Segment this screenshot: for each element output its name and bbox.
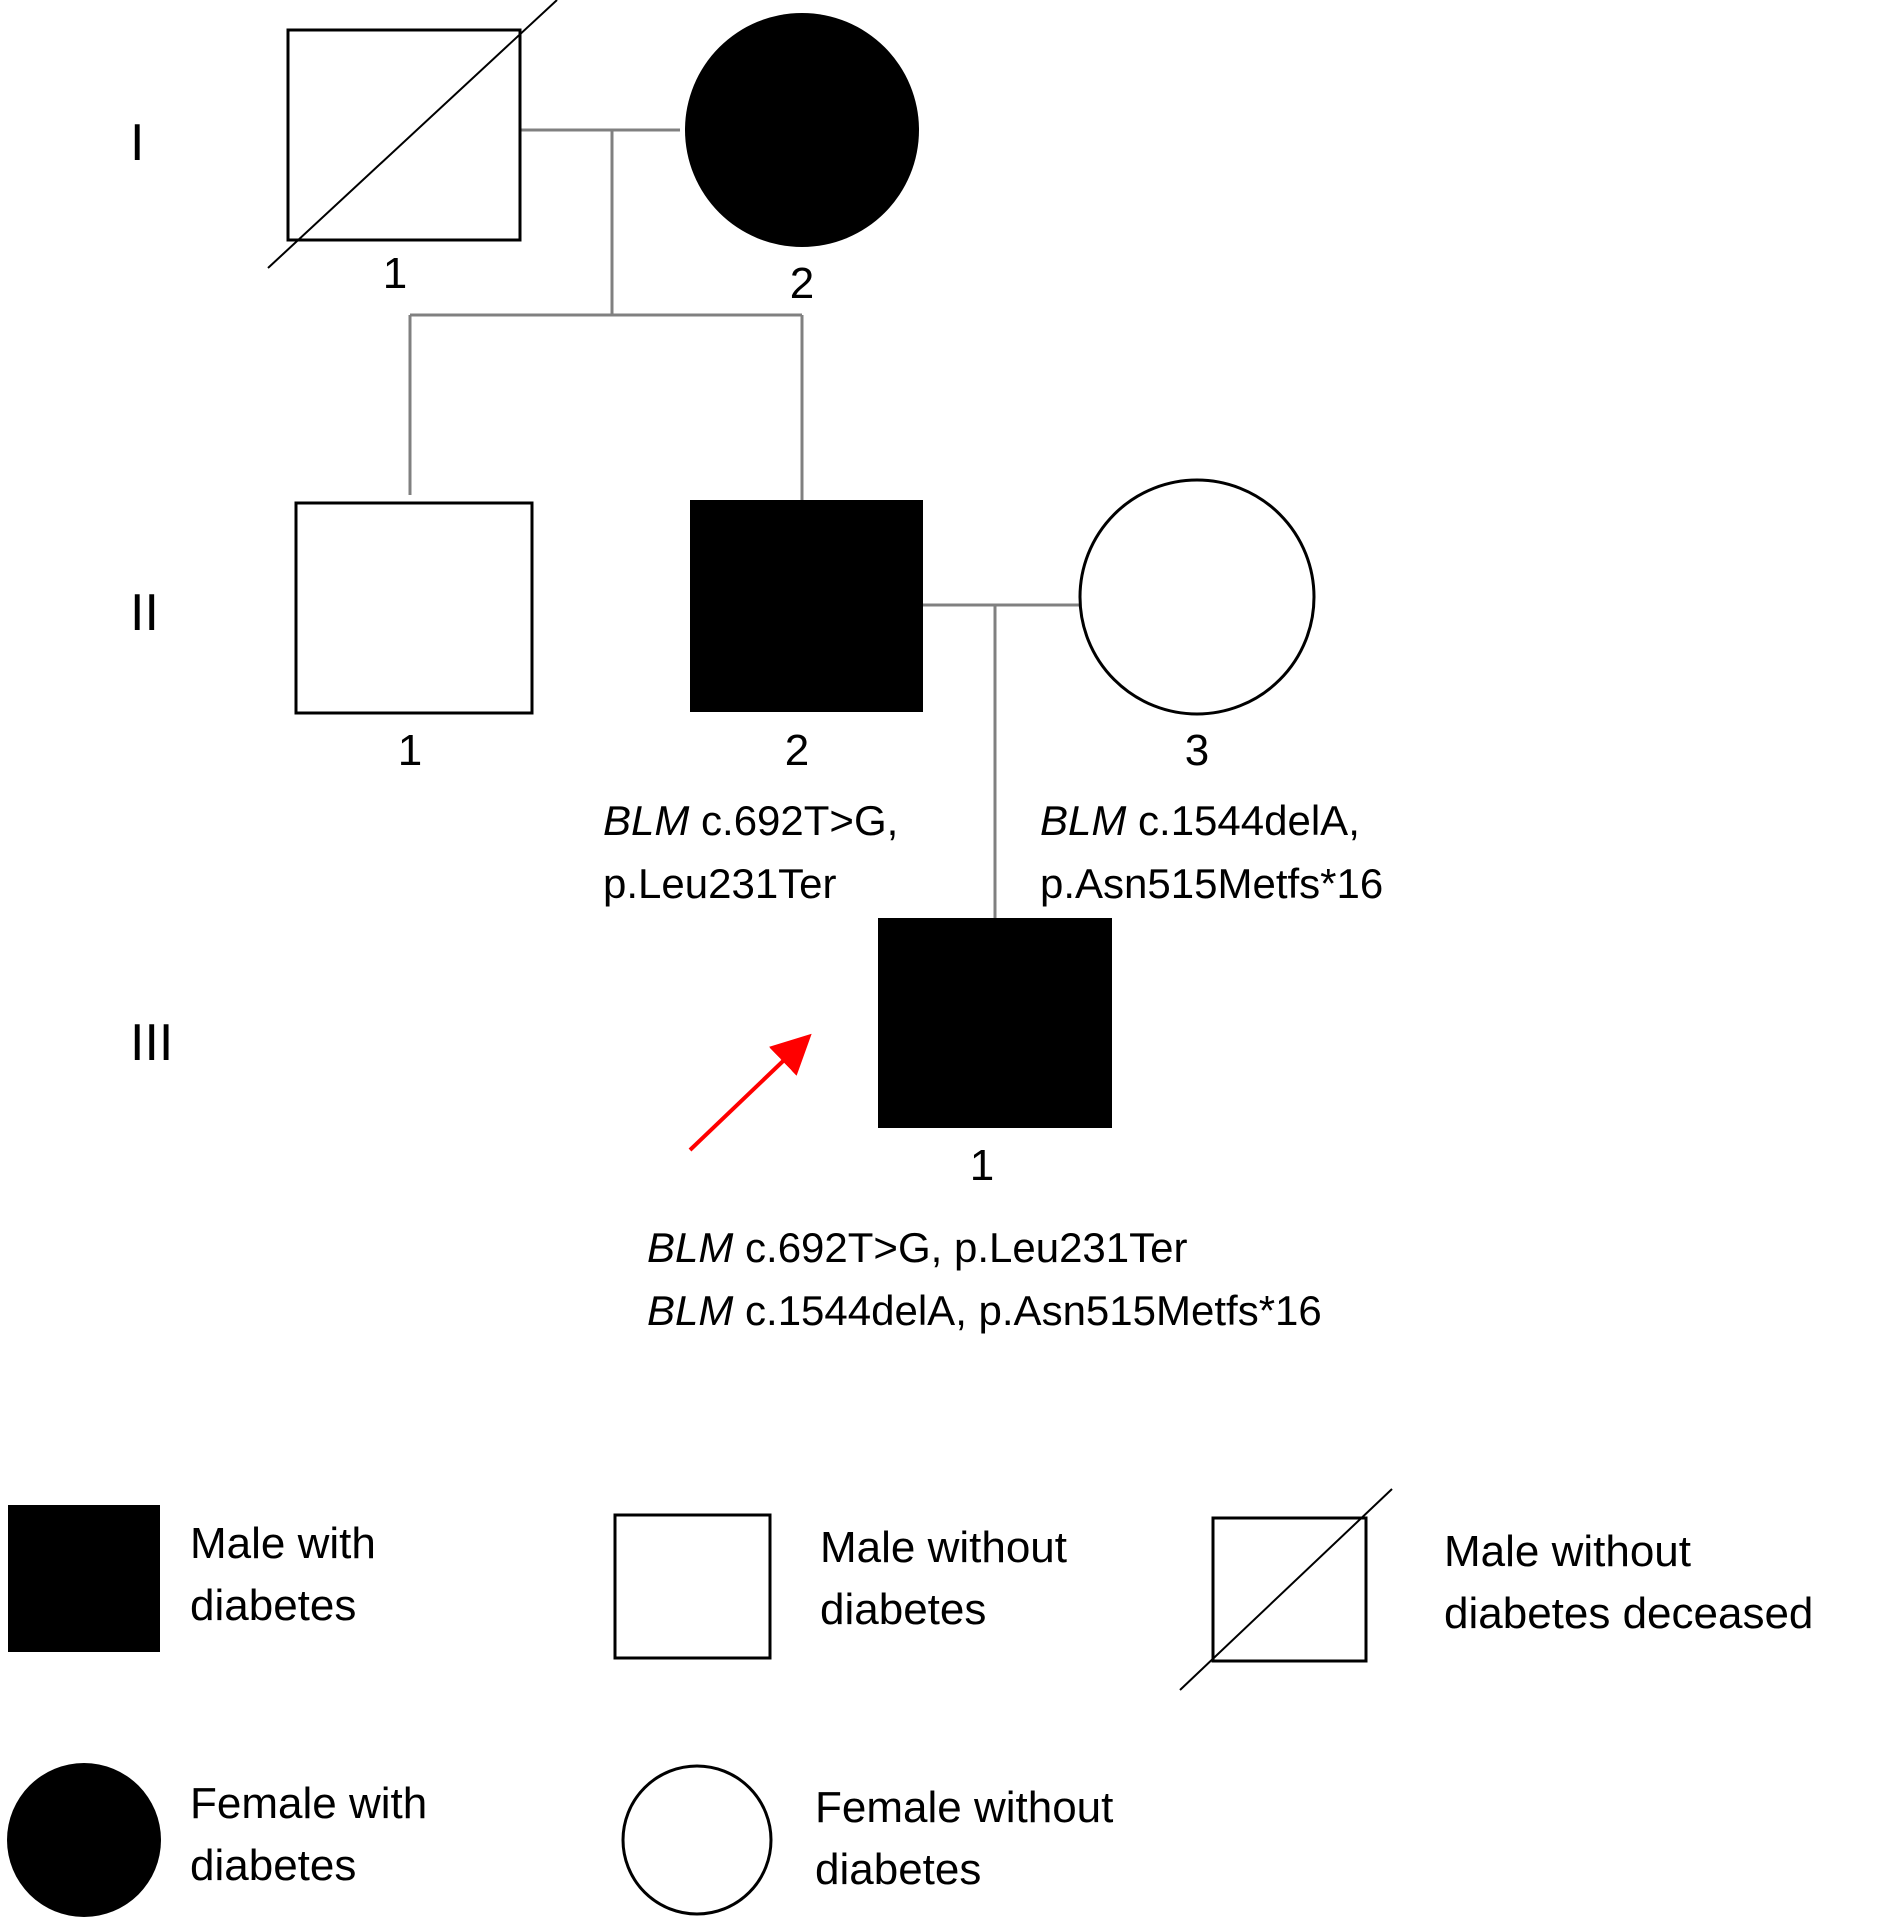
individual-II-2[interactable] (690, 500, 923, 712)
legend-female-affected-symbol (7, 1763, 161, 1917)
legend-label-line1: Male with (190, 1519, 376, 1568)
variant-II-2-line1: BLM c.692T>G, (603, 797, 898, 844)
legend-label-line1: Female with (190, 1779, 427, 1828)
deceased-slash (1179, 1488, 1393, 1691)
male-unaffected-symbol (286, 28, 522, 242)
individual-number-I-2: 2 (790, 259, 814, 308)
legend-label-line2: diabetes (190, 1581, 356, 1630)
individual-II-1[interactable] (294, 501, 534, 715)
legend-item-female-affected: Female with diabetes (7, 1763, 427, 1917)
legend-item-female-unaffected: Female without diabetes (621, 1764, 1113, 1916)
variant-II-3-line2: p.Asn515Metfs*16 (1040, 860, 1383, 907)
individual-number-II-2: 2 (785, 726, 809, 775)
legend: Male with diabetes Male without diabetes… (7, 1488, 1813, 1917)
legend-label-line2: diabetes (820, 1585, 986, 1634)
legend-item-male-unaffected: Male without diabetes (613, 1513, 1067, 1660)
legend-label-line1: Male without (820, 1523, 1067, 1572)
legend-item-male-unaffected-deceased: Male without diabetes deceased (1179, 1488, 1813, 1691)
individual-number-III-1: 1 (970, 1141, 994, 1190)
individual-I-2[interactable] (685, 13, 919, 247)
legend-label-line2: diabetes (190, 1841, 356, 1890)
legend-female-unaffected-symbol (621, 1764, 773, 1916)
individual-number-II-1: 1 (398, 726, 422, 775)
individual-I-1[interactable] (267, 0, 558, 269)
individual-number-II-3: 3 (1185, 726, 1209, 775)
pedigree-connectors (408, 128, 1080, 918)
individual-number-I-1: 1 (383, 249, 407, 298)
individual-III-1[interactable] (878, 918, 1112, 1128)
proband-arrow-icon (688, 1033, 812, 1152)
legend-male-deceased-symbol (1211, 1516, 1368, 1663)
variant-III-1-line2: BLM c.1544delA, p.Asn515Metfs*16 (647, 1287, 1322, 1334)
variant-II-2-line2: p.Leu231Ter (603, 860, 837, 907)
legend-item-male-affected: Male with diabetes (8, 1505, 376, 1652)
variant-II-3-line1: BLM c.1544delA, (1040, 797, 1360, 844)
generation-label-I: I (130, 114, 144, 172)
legend-label-line1: Female without (815, 1783, 1113, 1832)
legend-male-unaffected-symbol (613, 1513, 772, 1660)
variant-III-1-line1: BLM c.692T>G, p.Leu231Ter (647, 1224, 1187, 1271)
deceased-slash (267, 0, 558, 269)
generation-label-II: II (130, 584, 159, 642)
legend-male-affected-symbol (8, 1505, 160, 1652)
individual-II-3[interactable] (1078, 478, 1316, 716)
generation-label-III: III (130, 1014, 173, 1072)
legend-label-line2: diabetes deceased (1444, 1589, 1813, 1638)
legend-label-line2: diabetes (815, 1845, 981, 1894)
legend-label-line1: Male without (1444, 1527, 1691, 1576)
